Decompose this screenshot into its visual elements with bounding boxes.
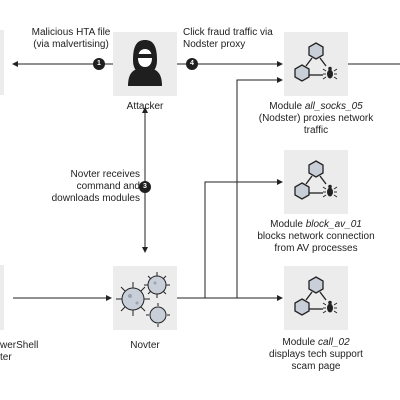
partial-node-powershell: [0, 265, 4, 330]
arrow-novter-module1: [236, 77, 283, 298]
module3-box: [284, 266, 348, 330]
attacker-label: Attacker: [126, 101, 164, 112]
virus-cluster-icon: [116, 272, 170, 327]
module1-label: Module all_socks_05 (Nodster) proxies ne…: [258, 101, 374, 136]
step-badge-4: 4: [186, 58, 198, 70]
module2-box: [284, 150, 348, 214]
module-network-icon: [294, 42, 338, 82]
module3-label: Module call_02 displays tech support sca…: [269, 337, 363, 372]
powershell-label: werShell ter: [0, 340, 39, 363]
attacker-icon: [128, 40, 162, 86]
partial-node-top-left: [0, 30, 4, 95]
novter-label: Novter: [130, 340, 160, 351]
module1-box: [284, 32, 348, 96]
step4-label: Click fraud traffic via Nodster proxy: [183, 27, 273, 50]
step-badge-3: 3: [139, 181, 151, 193]
step-badge-1: 1: [93, 58, 105, 70]
step3-label: Novter receives command and downloads mo…: [51, 169, 140, 204]
arrow-novter-module2: [204, 179, 283, 298]
step1-label: Malicious HTA file (via malvertising): [31, 27, 111, 50]
module2-label: Module block_av_01 blocks network connec…: [257, 219, 375, 254]
